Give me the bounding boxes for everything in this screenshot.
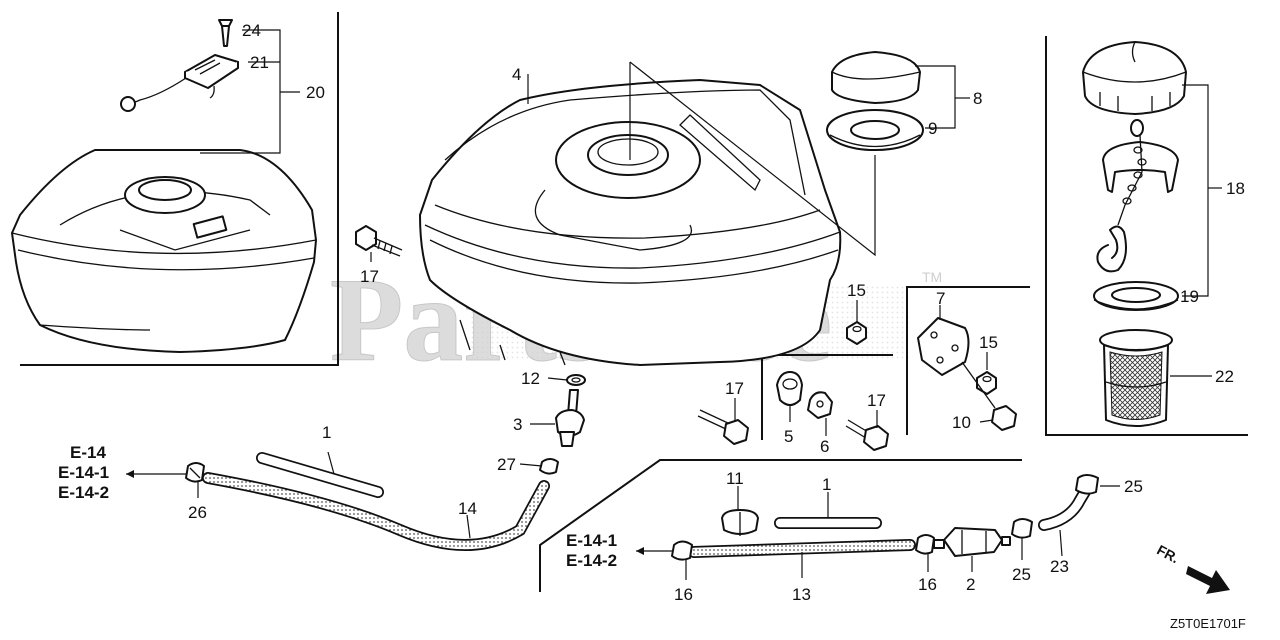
fuel-cap (831, 51, 921, 104)
joint-plate (917, 317, 970, 376)
ref-left-1[interactable]: E-14 (70, 443, 106, 462)
washer (566, 374, 586, 386)
callout-9[interactable]: 9 (928, 119, 937, 138)
arrow-icon (1186, 566, 1230, 594)
callout-15-a[interactable]: 15 (847, 281, 866, 300)
callout-6[interactable]: 6 (820, 437, 829, 456)
fuel-strainer (1099, 329, 1173, 427)
callout-22[interactable]: 22 (1215, 367, 1234, 386)
inset-frame-bottom (539, 459, 1022, 592)
ref-bottom-2[interactable]: E-14-2 (566, 551, 617, 570)
callout-24[interactable]: 24 (242, 21, 261, 40)
callout-10[interactable]: 10 (952, 413, 971, 432)
callout-1-b[interactable]: 1 (822, 475, 831, 494)
reference-bottom: E-14-1 E-14-2 (566, 531, 617, 570)
alternate-fuel-tank (11, 149, 317, 353)
fuel-filter (933, 527, 1011, 557)
bolt-d (697, 409, 749, 445)
diagram-code: Z5T0E1701F (1170, 616, 1246, 631)
callout-16-b[interactable]: 16 (918, 575, 937, 594)
callout-25-b[interactable]: 25 (1124, 477, 1143, 496)
front-direction-marker: FR. (1154, 541, 1230, 594)
fuel-gauge (120, 54, 239, 112)
callout-1-a[interactable]: 1 (322, 423, 331, 442)
callout-19[interactable]: 19 (1180, 287, 1199, 306)
bolt-a (355, 225, 403, 257)
tube (1038, 484, 1092, 531)
callout-21[interactable]: 21 (250, 53, 269, 72)
screw (218, 19, 233, 47)
callout-8[interactable]: 8 (973, 89, 982, 108)
inset-frame-left (20, 12, 339, 366)
ref-left-3[interactable]: E-14-2 (58, 483, 109, 502)
callout-labels: 24 21 20 4 8 9 18 19 22 17 15 7 15 10 12… (188, 21, 1245, 604)
nut-a (846, 321, 867, 345)
hose-clamp-d (1075, 474, 1099, 495)
grommet (776, 371, 803, 406)
fuel-hose (688, 539, 916, 558)
callout-25-a[interactable]: 25 (1012, 565, 1031, 584)
fuel-tank (419, 79, 842, 366)
ref-left-2[interactable]: E-14-1 (58, 463, 109, 482)
callout-5[interactable]: 5 (784, 427, 793, 446)
callout-7[interactable]: 7 (936, 289, 945, 308)
fuel-valve (555, 389, 585, 447)
callout-17-b[interactable]: 17 (725, 379, 744, 398)
leader-lines (126, 29, 1222, 580)
nut-b (976, 371, 997, 395)
callout-23[interactable]: 23 (1050, 557, 1069, 576)
clip (807, 391, 833, 419)
hose-clamp-a (671, 540, 693, 561)
callout-13[interactable]: 13 (792, 585, 811, 604)
bolt-b (961, 361, 1017, 431)
hose-clamp-left (185, 462, 205, 483)
callout-20[interactable]: 20 (306, 83, 325, 102)
cap-seal (826, 109, 924, 151)
callout-11[interactable]: 11 (726, 469, 744, 488)
callout-27[interactable]: 27 (497, 455, 516, 474)
callout-2[interactable]: 2 (966, 575, 975, 594)
callout-17-a[interactable]: 17 (360, 267, 379, 286)
callout-4[interactable]: 4 (512, 65, 521, 84)
callout-12[interactable]: 12 (521, 369, 540, 388)
fuel-cap-with-chain (1082, 41, 1187, 273)
callout-18[interactable]: 18 (1226, 179, 1245, 198)
callout-14[interactable]: 14 (458, 499, 477, 518)
hose-long (202, 472, 550, 551)
callout-26[interactable]: 26 (188, 503, 207, 522)
watermark-trademark: TM (922, 269, 942, 285)
callout-15-b[interactable]: 15 (979, 333, 998, 352)
hose-straight (256, 452, 384, 498)
hose-clamp-b (915, 534, 935, 555)
cap-seal-small (1093, 281, 1179, 311)
bolt-c (845, 419, 889, 451)
joint (721, 509, 759, 536)
hose-clamp-c (1011, 518, 1033, 539)
front-label: FR. (1154, 541, 1181, 566)
inset-frame-right (1045, 36, 1248, 436)
ref-bottom-1[interactable]: E-14-1 (566, 531, 617, 550)
callout-3[interactable]: 3 (513, 415, 522, 434)
reference-left: E-14 E-14-1 E-14-2 (58, 443, 109, 502)
callout-16-a[interactable]: 16 (674, 585, 693, 604)
callout-17-c[interactable]: 17 (867, 391, 886, 410)
hose-clip (539, 458, 559, 475)
